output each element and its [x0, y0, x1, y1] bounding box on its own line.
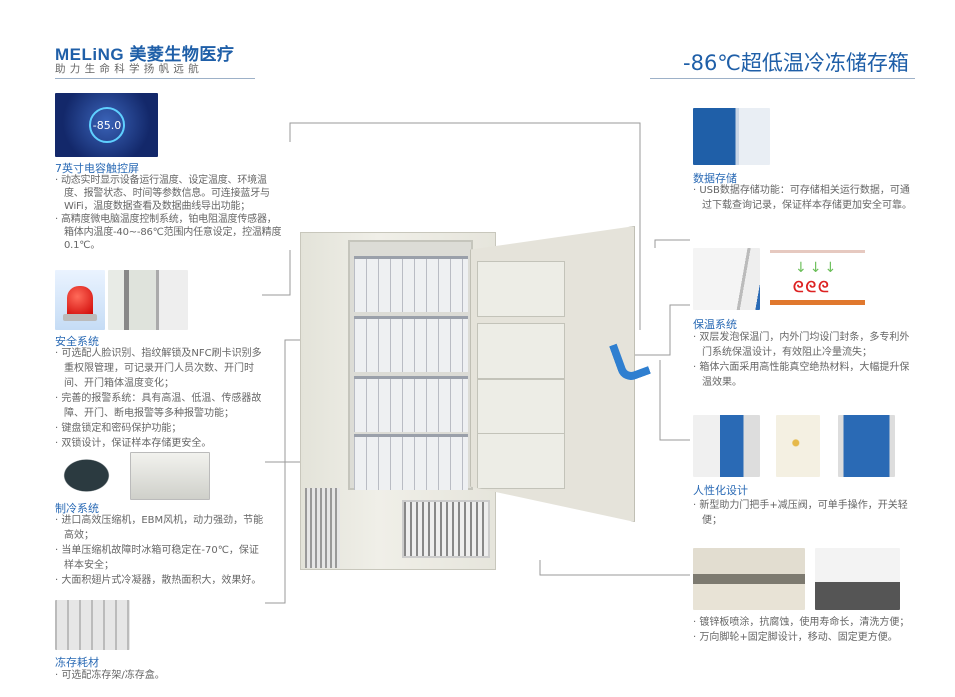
data-storage-item: · USB数据存储功能：可存储相关运行数据，可通过下载查询记录，保证样本存储更加…	[693, 185, 912, 211]
touchscreen-item: · 高精度微电脑温度控制系统，铂电阻温度传感器，箱体内温度-40~-86℃范围内…	[55, 214, 282, 251]
safety-item: · 可选配人脸识别、指纹解锁及NFC刷卡识别多重权限管理，可记录开门人员次数、开…	[55, 348, 262, 389]
consumables-item: · 可选配冻存架/冻存盒。	[55, 670, 165, 681]
safety-item: · 完善的报警系统：具有高温、低温、传感器故障、开门、断电报警等多种报警功能；	[55, 393, 262, 419]
touchscreen-title: 7英寸电容触控屏	[55, 162, 139, 175]
header-divider-left	[55, 78, 255, 79]
compressor-image	[55, 448, 125, 498]
consumables-text: · 可选配冻存架/冻存盒。	[55, 668, 165, 683]
front-vent-grille	[402, 500, 490, 558]
ergonomic-text: · 新型助力门把手+减压阀，可单手操作，开关轻便；	[693, 498, 908, 528]
storage-rack-image	[55, 600, 130, 650]
slogan: 助力生命科学扬帆远航	[55, 63, 203, 75]
cooling-text: · 进口高效压缩机，EBM风机，动力强劲，节能高效； · 当单压缩机故障时冰箱可…	[55, 513, 265, 588]
safety-item: · 键盘锁定和密码保护功能；	[55, 423, 182, 434]
structure-item: · 镀锌板喷涂，抗腐蚀，使用寿命长，清洗方便；	[693, 617, 910, 628]
insulation-title: 保温系统	[693, 318, 737, 331]
structure-item: · 万向脚轮+固定脚设计，移动、固定更方便。	[693, 632, 898, 643]
safety-text: · 可选配人脸识别、指纹解锁及NFC刷卡识别多重权限管理，可记录开门人员次数、开…	[55, 346, 270, 451]
safety-item: · 双锁设计，保证样本存储更安全。	[55, 438, 212, 449]
door-lock-image	[108, 270, 188, 330]
side-vent	[305, 488, 340, 568]
structure-text: · 镀锌板喷涂，抗腐蚀，使用寿命长，清洗方便； · 万向脚轮+固定脚设计，移动、…	[693, 615, 913, 645]
temperature-reading: -85.0	[89, 107, 125, 143]
page-title: -86℃超低温冷冻储存箱	[683, 51, 909, 75]
insulation-diagram: ↓↓↓ᘓᘓᘓ	[765, 248, 870, 310]
freezer-interior	[348, 240, 473, 490]
touchscreen-image: -85.0	[55, 93, 158, 157]
valve-image	[776, 415, 820, 477]
usb-port-image	[693, 108, 770, 165]
brand-logo: MELiNG 美菱生物医疗	[55, 40, 234, 65]
brand-cn: 美菱生物医疗	[129, 45, 235, 64]
ergonomic-item: · 新型助力门把手+减压阀，可单手操作，开关轻便；	[693, 500, 908, 526]
touchscreen-text: · 动态实时显示设备运行温度、设定温度、环境温度、报警状态、时间等参数信息。可连…	[55, 174, 285, 252]
brand-latin: MELiNG	[55, 45, 125, 64]
ergonomic-title: 人性化设计	[693, 484, 748, 497]
door-seal-image	[693, 248, 760, 310]
header-divider-right	[650, 78, 915, 79]
touchscreen-item: · 动态实时显示设备运行温度、设定温度、环境温度、报警状态、时间等参数信息。可连…	[55, 175, 270, 212]
door-panel-image	[838, 415, 895, 477]
cooling-item: · 进口高效压缩机，EBM风机，动力强劲，节能高效；	[55, 515, 264, 541]
cooling-item: · 大面积翅片式冷凝器，散热面积大，效果好。	[55, 575, 262, 586]
cooling-title: 制冷系统	[55, 502, 99, 515]
freezer-door	[470, 226, 635, 522]
insulation-item: · 箱体六面采用高性能真空绝热材料，大幅提升保温效果。	[693, 362, 910, 388]
data-storage-text: · USB数据存储功能：可存储相关运行数据，可通过下载查询记录，保证样本存储更加…	[693, 183, 913, 213]
insulation-item: · 双层发泡保温门，内外门均设门封条，多专利外门系统保温设计，有效阻止冷量流失；	[693, 332, 910, 358]
insulation-text: · 双层发泡保温门，内外门均设门封条，多专利外门系统保温设计，有效阻止冷量流失；…	[693, 330, 913, 390]
caster-image	[815, 548, 900, 610]
consumables-title: 冻存耗材	[55, 656, 99, 669]
handle-image	[693, 415, 760, 477]
shelf-image	[693, 548, 805, 610]
data-storage-title: 数据存储	[693, 172, 737, 185]
condenser-image	[130, 452, 210, 500]
cooling-item: · 当单压缩机故障时冰箱可稳定在-70℃，保证样本安全；	[55, 545, 259, 571]
alarm-light-image	[55, 270, 105, 330]
safety-title: 安全系统	[55, 335, 99, 348]
